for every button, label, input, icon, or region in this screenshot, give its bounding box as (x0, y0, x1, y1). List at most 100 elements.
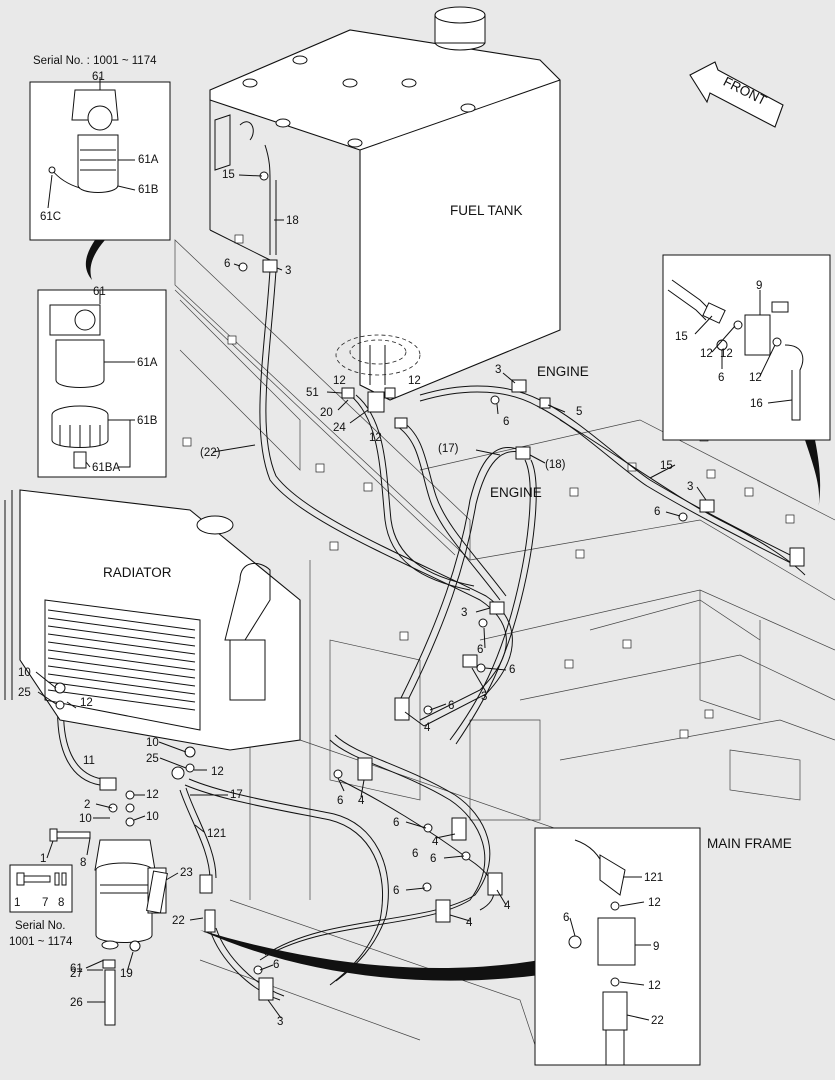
clamps-and-bolts (238, 171, 805, 1001)
fuel-filter-main (49, 828, 167, 1026)
inset-filter-top (29, 81, 171, 241)
callout: 3 (495, 364, 501, 376)
callout: 61B (137, 415, 158, 427)
callout: 51 (306, 387, 319, 399)
callout: 1 (14, 897, 20, 909)
callout: 6 (273, 959, 279, 971)
callout: 6 (477, 644, 483, 656)
callout: 61B (138, 184, 159, 196)
callout: 6 (654, 506, 660, 518)
callout: 12 (749, 372, 762, 384)
inset-filter-exploded (37, 289, 167, 478)
callout: 11 (83, 755, 95, 767)
callout: 6 (224, 258, 230, 270)
fuel-tank (209, 6, 561, 401)
callout: 3 (285, 265, 291, 277)
frame-structure (174, 234, 835, 1061)
callout: 12 (333, 375, 346, 387)
area-labels: FUEL TANK ENGINE ENGINE RADIATOR MAIN FR… (9, 55, 792, 948)
callout: 10 (18, 667, 31, 679)
radiator-label: RADIATOR (103, 565, 172, 580)
callout: 6 (563, 912, 569, 924)
inset-filter-top-labels: 61 61A 61B 61C (40, 71, 159, 223)
callout: 4 (466, 917, 473, 929)
leader-lines (35, 77, 793, 1021)
inset-valve-right (662, 254, 831, 441)
callout: 6 (412, 848, 418, 860)
engine-top-label: ENGINE (537, 364, 589, 379)
callout: 6 (393, 885, 399, 897)
callout: 1 (40, 853, 46, 865)
callout: 61BA (92, 462, 120, 474)
serial-bottom-line1: Serial No. (15, 920, 66, 932)
callout: (22) (200, 447, 221, 459)
callout: 19 (120, 968, 133, 980)
main-frame-label: MAIN FRAME (707, 836, 792, 851)
callout: 3 (481, 691, 487, 703)
callout: 61A (137, 357, 158, 369)
callout: 22 (172, 915, 185, 927)
callout: 26 (70, 997, 83, 1009)
callout: 121 (644, 872, 663, 884)
callout: 6 (509, 664, 515, 676)
callout: 3 (687, 481, 693, 493)
callout: 9 (653, 941, 659, 953)
callout: 18 (286, 215, 299, 227)
callout: 25 (146, 753, 159, 765)
callout: 8 (80, 857, 86, 869)
callout: 3 (461, 607, 467, 619)
inset-valve-right-labels: 9 15 12 6 12 16 (675, 280, 763, 410)
callout: 24 (333, 422, 346, 434)
callout: 61 (70, 963, 83, 975)
callout: 17 (230, 789, 243, 801)
callout: (18) (545, 459, 566, 471)
callout: 20 (320, 407, 333, 419)
callout: 2 (84, 799, 90, 811)
callout: 10 (146, 737, 159, 749)
callout: 25 (18, 687, 31, 699)
callout: 8 (58, 897, 64, 909)
serial-bottom-line2: 1001 ~ 1174 (9, 936, 73, 948)
callout: 12 (146, 789, 159, 801)
callout: 7 (42, 897, 48, 909)
callout: 10 (146, 811, 159, 823)
inset-bolt-labels: 1 7 8 (14, 897, 64, 909)
callout: 6 (393, 817, 399, 829)
callout: 12 (700, 348, 713, 360)
callout: 23 (180, 867, 193, 879)
callout: 15 (222, 169, 235, 181)
callout: 4 (504, 900, 511, 912)
callout: 15 (660, 460, 673, 472)
inset-bolt (9, 864, 73, 913)
fittings (54, 682, 216, 933)
callout: 3 (277, 1016, 283, 1028)
callout: 15 (675, 331, 688, 343)
inset-valve-bottom (534, 827, 701, 1066)
radiator-fins (47, 609, 196, 711)
callout: 4 (358, 795, 365, 807)
callout: 6 (430, 853, 436, 865)
fuel-tank-label: FUEL TANK (450, 203, 523, 218)
callout: 12 (720, 348, 733, 360)
callout: 61 (93, 286, 106, 298)
tank-outlet-ring (335, 334, 421, 385)
callout: 12 (648, 980, 661, 992)
pointer-wedges (85, 240, 821, 981)
front-arrow: FRONT (689, 61, 784, 128)
callout: 10 (79, 813, 92, 825)
callout: 27 (70, 968, 83, 980)
callout: 12 (80, 697, 93, 709)
serial-top-label: Serial No. : 1001 ~ 1174 (33, 55, 157, 67)
callout: 12 (369, 432, 382, 444)
inset-filter-exploded-labels: 61 61A 61B 61BA (92, 286, 158, 474)
radiator (4, 489, 301, 751)
callout: 9 (756, 280, 762, 292)
callout: 16 (750, 398, 763, 410)
callout: 61A (138, 154, 159, 166)
callout: 6 (503, 416, 509, 428)
callout: (17) (438, 443, 459, 455)
callout: 22 (651, 1015, 664, 1027)
callout: 6 (337, 795, 343, 807)
callout: 4 (424, 722, 431, 734)
